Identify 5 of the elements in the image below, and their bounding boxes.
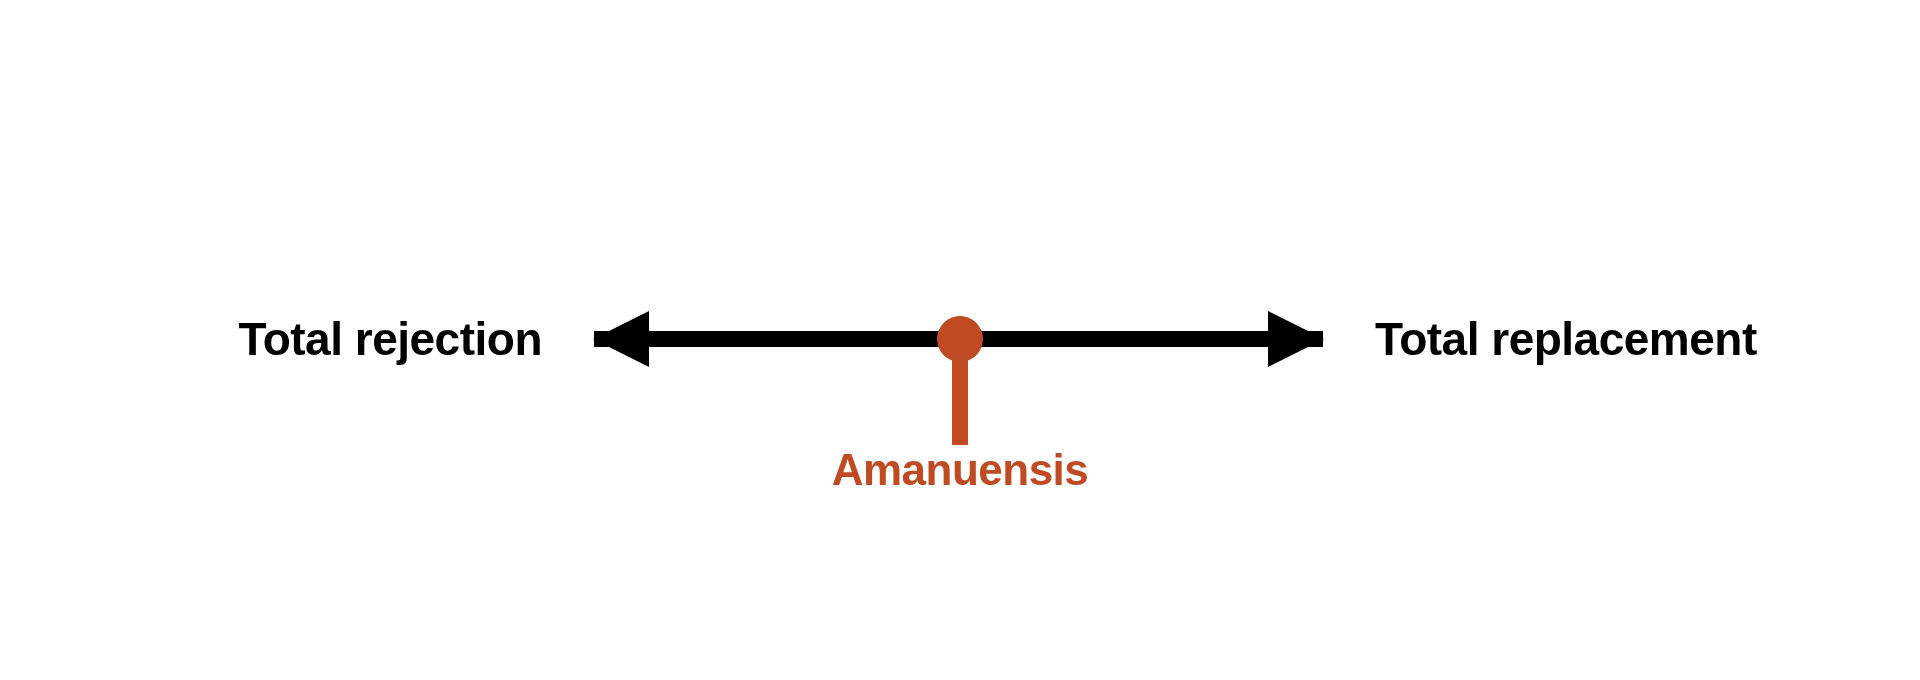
double-arrow xyxy=(593,311,1324,367)
scale-label: Amanuensis xyxy=(831,445,1089,496)
pin-leader-line xyxy=(937,316,983,445)
scale-label: Total rejection xyxy=(238,312,542,366)
scale-label: Total replacement xyxy=(1375,312,1757,366)
